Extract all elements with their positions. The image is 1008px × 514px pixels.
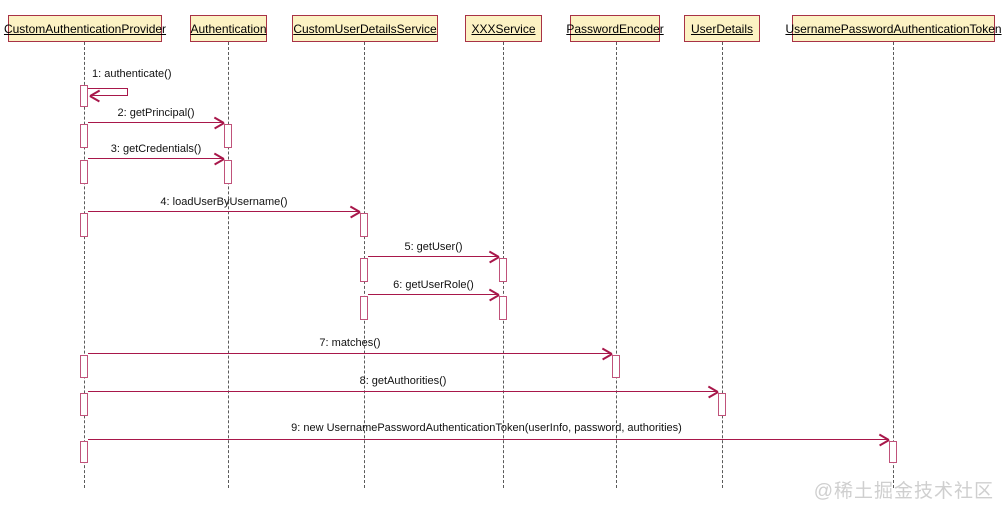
- lifeline-password-encoder: [616, 42, 617, 488]
- participant-custom-user-details-service: CustomUserDetailsService: [292, 15, 438, 42]
- lifeline-custom-authentication-provider: [84, 42, 85, 488]
- message-arrow: [88, 211, 360, 212]
- participant-authentication: Authentication: [190, 15, 267, 42]
- lifeline-authentication: [228, 42, 229, 488]
- message-label-get-user-role: 6: getUserRole(): [393, 279, 474, 291]
- activation-bar: [80, 441, 88, 463]
- activation-bar: [360, 213, 368, 237]
- watermark: @稀土掘金技术社区: [813, 481, 994, 502]
- activation-bar: [224, 160, 232, 184]
- activation-bar: [80, 213, 88, 237]
- participant-label: UsernamePasswordAuthenticationToken: [785, 21, 1002, 36]
- self-call-line: [127, 88, 128, 96]
- participant-user-details: UserDetails: [684, 15, 760, 42]
- message-label-matches: 7: matches(): [319, 337, 381, 349]
- message-arrow: [88, 122, 224, 123]
- message-arrow: [368, 256, 499, 257]
- participant-label: CustomUserDetailsService: [293, 21, 437, 36]
- message-arrow: [88, 353, 612, 354]
- participant-username-password-authentication-token: UsernamePasswordAuthenticationToken: [785, 15, 1002, 42]
- message-label-get-authorities: 8: getAuthorities(): [359, 375, 447, 387]
- message-label-get-credentials: 3: getCredentials(): [110, 143, 202, 155]
- activation-bar: [612, 355, 620, 378]
- message-arrow: [368, 294, 499, 295]
- activation-bar: [80, 85, 88, 107]
- activation-bar: [360, 296, 368, 320]
- activation-bar: [80, 124, 88, 148]
- self-call-line: [88, 88, 128, 89]
- participant-label: UserDetails: [690, 21, 753, 36]
- activation-bar: [499, 296, 507, 320]
- activation-bar: [80, 355, 88, 378]
- lifeline-user-details: [722, 42, 723, 488]
- message-label-get-user: 5: getUser(): [404, 241, 463, 253]
- self-call-return-arrow: [90, 95, 128, 96]
- message-arrow: [88, 439, 889, 440]
- participant-label: XXXService: [471, 21, 536, 36]
- activation-bar: [80, 160, 88, 184]
- participant-label: CustomAuthenticationProvider: [3, 21, 167, 36]
- activation-bar: [499, 258, 507, 282]
- message-label-authenticate: 1: authenticate(): [92, 68, 172, 80]
- message-arrow: [88, 158, 224, 159]
- message-label-load-user-by-username: 4: loadUserByUsername(): [160, 196, 288, 208]
- message-label-get-principal: 2: getPrincipal(): [117, 107, 195, 119]
- message-label-new-username-password-authentication-token: 9: new UsernamePasswordAuthenticationTok…: [291, 422, 682, 434]
- activation-bar: [718, 393, 726, 416]
- activation-bar: [360, 258, 368, 282]
- message-arrow: [88, 391, 718, 392]
- activation-bar: [80, 393, 88, 416]
- participant-custom-authentication-provider: CustomAuthenticationProvider: [4, 15, 166, 42]
- participant-password-encoder: PasswordEncoder: [566, 15, 664, 42]
- activation-bar: [889, 441, 897, 463]
- activation-bar: [224, 124, 232, 148]
- participant-label: Authentication: [190, 21, 267, 36]
- participant-xxx-service: XXXService: [465, 15, 542, 42]
- participant-label: PasswordEncoder: [566, 21, 664, 36]
- lifeline-username-password-authentication-token: [893, 42, 894, 488]
